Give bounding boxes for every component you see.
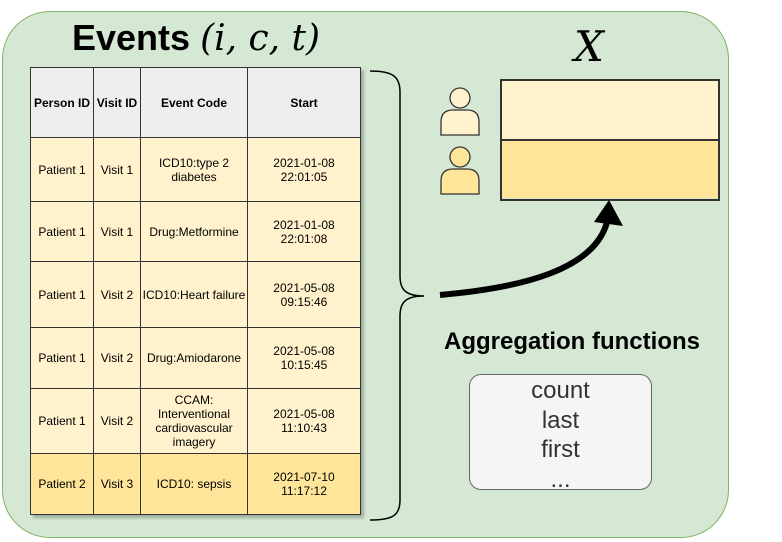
cell-person: Patient 1 — [30, 261, 94, 329]
start-date: 2021-07-10 — [273, 469, 335, 484]
diagram-title: Events(i, c, t) — [72, 14, 320, 63]
table-row: Patient 1 Visit 2 CCAM: Interventional c… — [30, 387, 361, 454]
cell-person: Patient 2 — [30, 452, 94, 516]
cell-person: Patient 1 — [30, 327, 94, 389]
table-row: Patient 1 Visit 1 ICD10:type 2 diabetes … — [30, 136, 361, 203]
cell-person: Patient 1 — [30, 387, 94, 454]
matrix-row-patient-2 — [502, 141, 718, 198]
cell-code: Drug:Metformine — [140, 201, 248, 263]
header-start: Start — [247, 67, 361, 138]
header-visit-id: Visit ID — [93, 67, 141, 138]
cell-person: Patient 1 — [30, 201, 94, 263]
cell-visit: Visit 3 — [93, 452, 141, 516]
cell-visit: Visit 2 — [93, 387, 141, 454]
feature-matrix — [500, 79, 720, 201]
start-date: 2021-05-08 — [273, 406, 335, 421]
cell-visit: Visit 1 — [93, 136, 141, 203]
cell-code: ICD10: sepsis — [140, 452, 248, 516]
header-person-id: Person ID — [30, 67, 94, 138]
cell-code: CCAM: Interventional cardiovascular imag… — [140, 387, 248, 454]
events-table: Person ID Visit ID Event Code Start Pati… — [30, 67, 361, 516]
start-date: 2021-05-08 — [273, 280, 335, 295]
cell-visit: Visit 2 — [93, 327, 141, 389]
start-date: 2021-01-08 — [273, 217, 335, 232]
aggregation-title: Aggregation functions — [444, 328, 700, 355]
cell-visit: Visit 1 — [93, 201, 141, 263]
title-math: (i, c, t) — [200, 18, 321, 59]
matrix-row-patient-1 — [502, 81, 718, 141]
cell-code: ICD10:type 2 diabetes — [140, 136, 248, 203]
function-count: count — [531, 377, 590, 404]
cell-visit: Visit 2 — [93, 261, 141, 329]
title-text: Events — [72, 17, 191, 58]
start-time: 22:01:08 — [280, 231, 328, 246]
start-time: 11:10:43 — [281, 420, 327, 435]
function-ellipsis: ... — [550, 465, 571, 493]
table-row: Patient 1 Visit 2 Drug:Amiodarone 2021-0… — [30, 327, 361, 389]
matrix-label: X — [574, 22, 604, 71]
table-row: Patient 1 Visit 2 ICD10:Heart failure 20… — [30, 261, 361, 329]
start-time: 09:15:46 — [280, 294, 328, 309]
start-date: 2021-01-08 — [273, 155, 335, 170]
table-row: Patient 1 Visit 1 Drug:Metformine 2021-0… — [30, 201, 361, 263]
start-time: 10:15:45 — [280, 358, 328, 373]
table-row: Patient 2 Visit 3 ICD10: sepsis 2021-07-… — [30, 452, 361, 516]
header-event-code: Event Code — [140, 67, 248, 138]
function-first: first — [541, 436, 580, 463]
cell-person: Patient 1 — [30, 136, 94, 203]
start-time: 22:01:05 — [280, 169, 328, 184]
cell-code: Drug:Amiodarone — [140, 327, 248, 389]
cell-code: ICD10:Heart failure — [140, 261, 248, 329]
start-time: 11:17:12 — [281, 483, 327, 498]
aggregation-functions-box: count last first ... — [469, 374, 652, 493]
function-last: last — [541, 406, 580, 434]
start-date: 2021-05-08 — [273, 344, 335, 359]
table-header-row: Person ID Visit ID Event Code Start — [30, 67, 361, 138]
